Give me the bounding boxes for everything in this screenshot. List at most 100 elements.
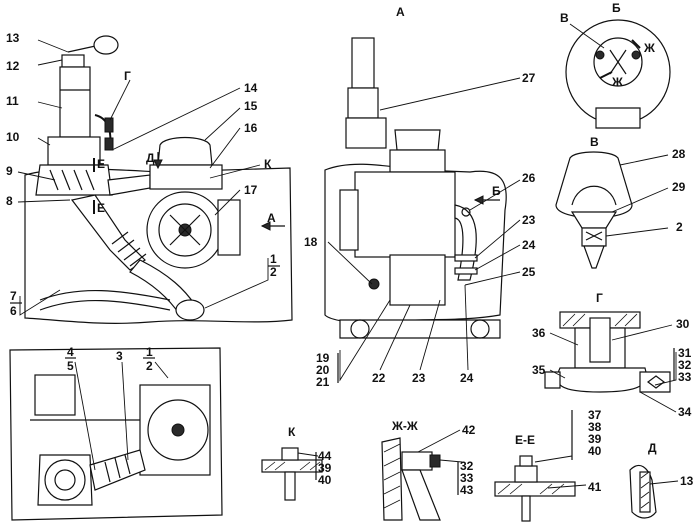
mark-d-left: Д [146, 151, 155, 165]
callout-29: 29 [672, 180, 686, 194]
view-v: В 28 29 2 [555, 135, 686, 269]
view-a-cleaner-cap [394, 129, 441, 151]
section-zh-bolt-head [429, 454, 441, 468]
callout-40a: 40 [318, 473, 332, 487]
callout-2c: 2 [146, 359, 153, 373]
arrow-a-head [260, 221, 271, 231]
callout-11: 11 [6, 94, 19, 108]
callout-23a: 23 [522, 213, 536, 227]
callout-3: 3 [116, 349, 123, 363]
view-k-plate [261, 459, 323, 473]
view-g-nut [647, 375, 665, 389]
leader-2b [605, 227, 669, 237]
leader-16 [209, 127, 241, 169]
view-a-tube-top [351, 37, 375, 89]
callout-24a: 24 [522, 238, 536, 252]
section-ee-bolt [521, 495, 531, 522]
view-a-cleaner-body [354, 171, 456, 258]
section-zh-lower-line [599, 71, 613, 79]
leader-26 [469, 179, 521, 211]
mark-zh-upper: Ж [643, 41, 655, 55]
view-g-flange-hatch [562, 313, 638, 327]
callout-16: 16 [244, 121, 258, 135]
lower-view-block [34, 374, 76, 416]
view-b-neck [595, 107, 641, 129]
view-title-v: В [590, 135, 599, 149]
section-ee-nut [514, 465, 538, 483]
view-d-strap-hatch [640, 471, 650, 509]
callout-20: 20 [316, 363, 330, 377]
section-ee-washer [519, 455, 533, 467]
view-d-strap [639, 471, 651, 513]
view-g-bowl [556, 367, 647, 393]
arrow-d-head [153, 159, 163, 170]
section-zh: Ж-Ж 42 32 33 43 [381, 419, 476, 521]
view-k: К 44 39 40 [261, 425, 332, 501]
callout-41: 41 [588, 480, 602, 494]
view-v-stem-hatch [585, 231, 603, 241]
view-k-bolt [284, 471, 296, 501]
leader-44 [297, 452, 319, 457]
view-g-left-nipple [544, 371, 561, 389]
leader-3 [121, 361, 129, 461]
view-title-a: А [396, 5, 405, 19]
leader-31-33 [654, 352, 677, 386]
leader-24b [464, 284, 469, 371]
leader-11 [37, 101, 63, 109]
view-a-bottom-pipe [339, 319, 501, 339]
leader-17 [214, 189, 241, 216]
section-ee: Е-Е 37 38 39 40 41 [494, 408, 602, 522]
view-v-seat [570, 211, 618, 229]
leader-28 [619, 154, 669, 166]
section-zh-wall-hatch [383, 443, 401, 509]
callout-33: 33 [678, 370, 692, 384]
lower-view-filter [44, 459, 86, 501]
filter-column [59, 66, 91, 138]
view-v-tip [583, 245, 605, 269]
view-a-clamp-1 [454, 254, 478, 262]
leader-4-5 [74, 361, 96, 471]
callout-34: 34 [678, 405, 692, 419]
lower-view-frame [9, 347, 223, 521]
leader-12 [37, 59, 63, 66]
leader-36 [549, 332, 579, 346]
view-a-tube-mid [347, 87, 379, 119]
leader-34 [639, 391, 677, 413]
view-v-stem [581, 227, 607, 247]
view-b-cross [609, 49, 627, 75]
pump-cap [61, 54, 85, 68]
mark-e-upper: Е [97, 157, 105, 171]
section-ee-plate-hatch [497, 483, 565, 495]
section-zh-bracket [401, 451, 433, 471]
callout-39a: 39 [318, 461, 332, 475]
lower-view-hose-ribs [104, 454, 131, 483]
callout-26: 26 [522, 171, 536, 185]
callout-19: 19 [316, 351, 330, 365]
view-k-plate-hatch [264, 461, 321, 471]
view-title-b: Б [612, 1, 621, 15]
leader-24a [474, 244, 521, 271]
callout-6: 6 [10, 304, 17, 318]
leader-27 [379, 77, 521, 111]
callout-10: 10 [6, 130, 20, 144]
callout-12: 12 [6, 59, 20, 73]
callout-13: 13 [6, 31, 20, 45]
view-a-port [461, 207, 471, 217]
callout-14: 14 [244, 81, 258, 95]
transfer-pipe [107, 174, 151, 196]
frame-rail-1 [39, 289, 171, 301]
leader-13b [649, 480, 679, 485]
callout-25: 25 [522, 265, 536, 279]
main-view: 13 12 11 10 9 8 Г 14 15 16 Д К Е Е 17 А … [6, 31, 293, 324]
callout-15: 15 [244, 99, 258, 113]
view-a-cap-base [345, 117, 387, 149]
callout-18: 18 [304, 235, 318, 249]
leader-23a [474, 219, 521, 259]
leader-1b-2c [154, 361, 169, 379]
callout-28: 28 [672, 147, 686, 161]
pump-knob [93, 35, 119, 55]
view-a-pipe-end-1 [350, 319, 370, 339]
cleaner-drum-inner [158, 203, 212, 257]
view-v-arch [571, 185, 617, 206]
leader-19-21 [339, 299, 391, 382]
